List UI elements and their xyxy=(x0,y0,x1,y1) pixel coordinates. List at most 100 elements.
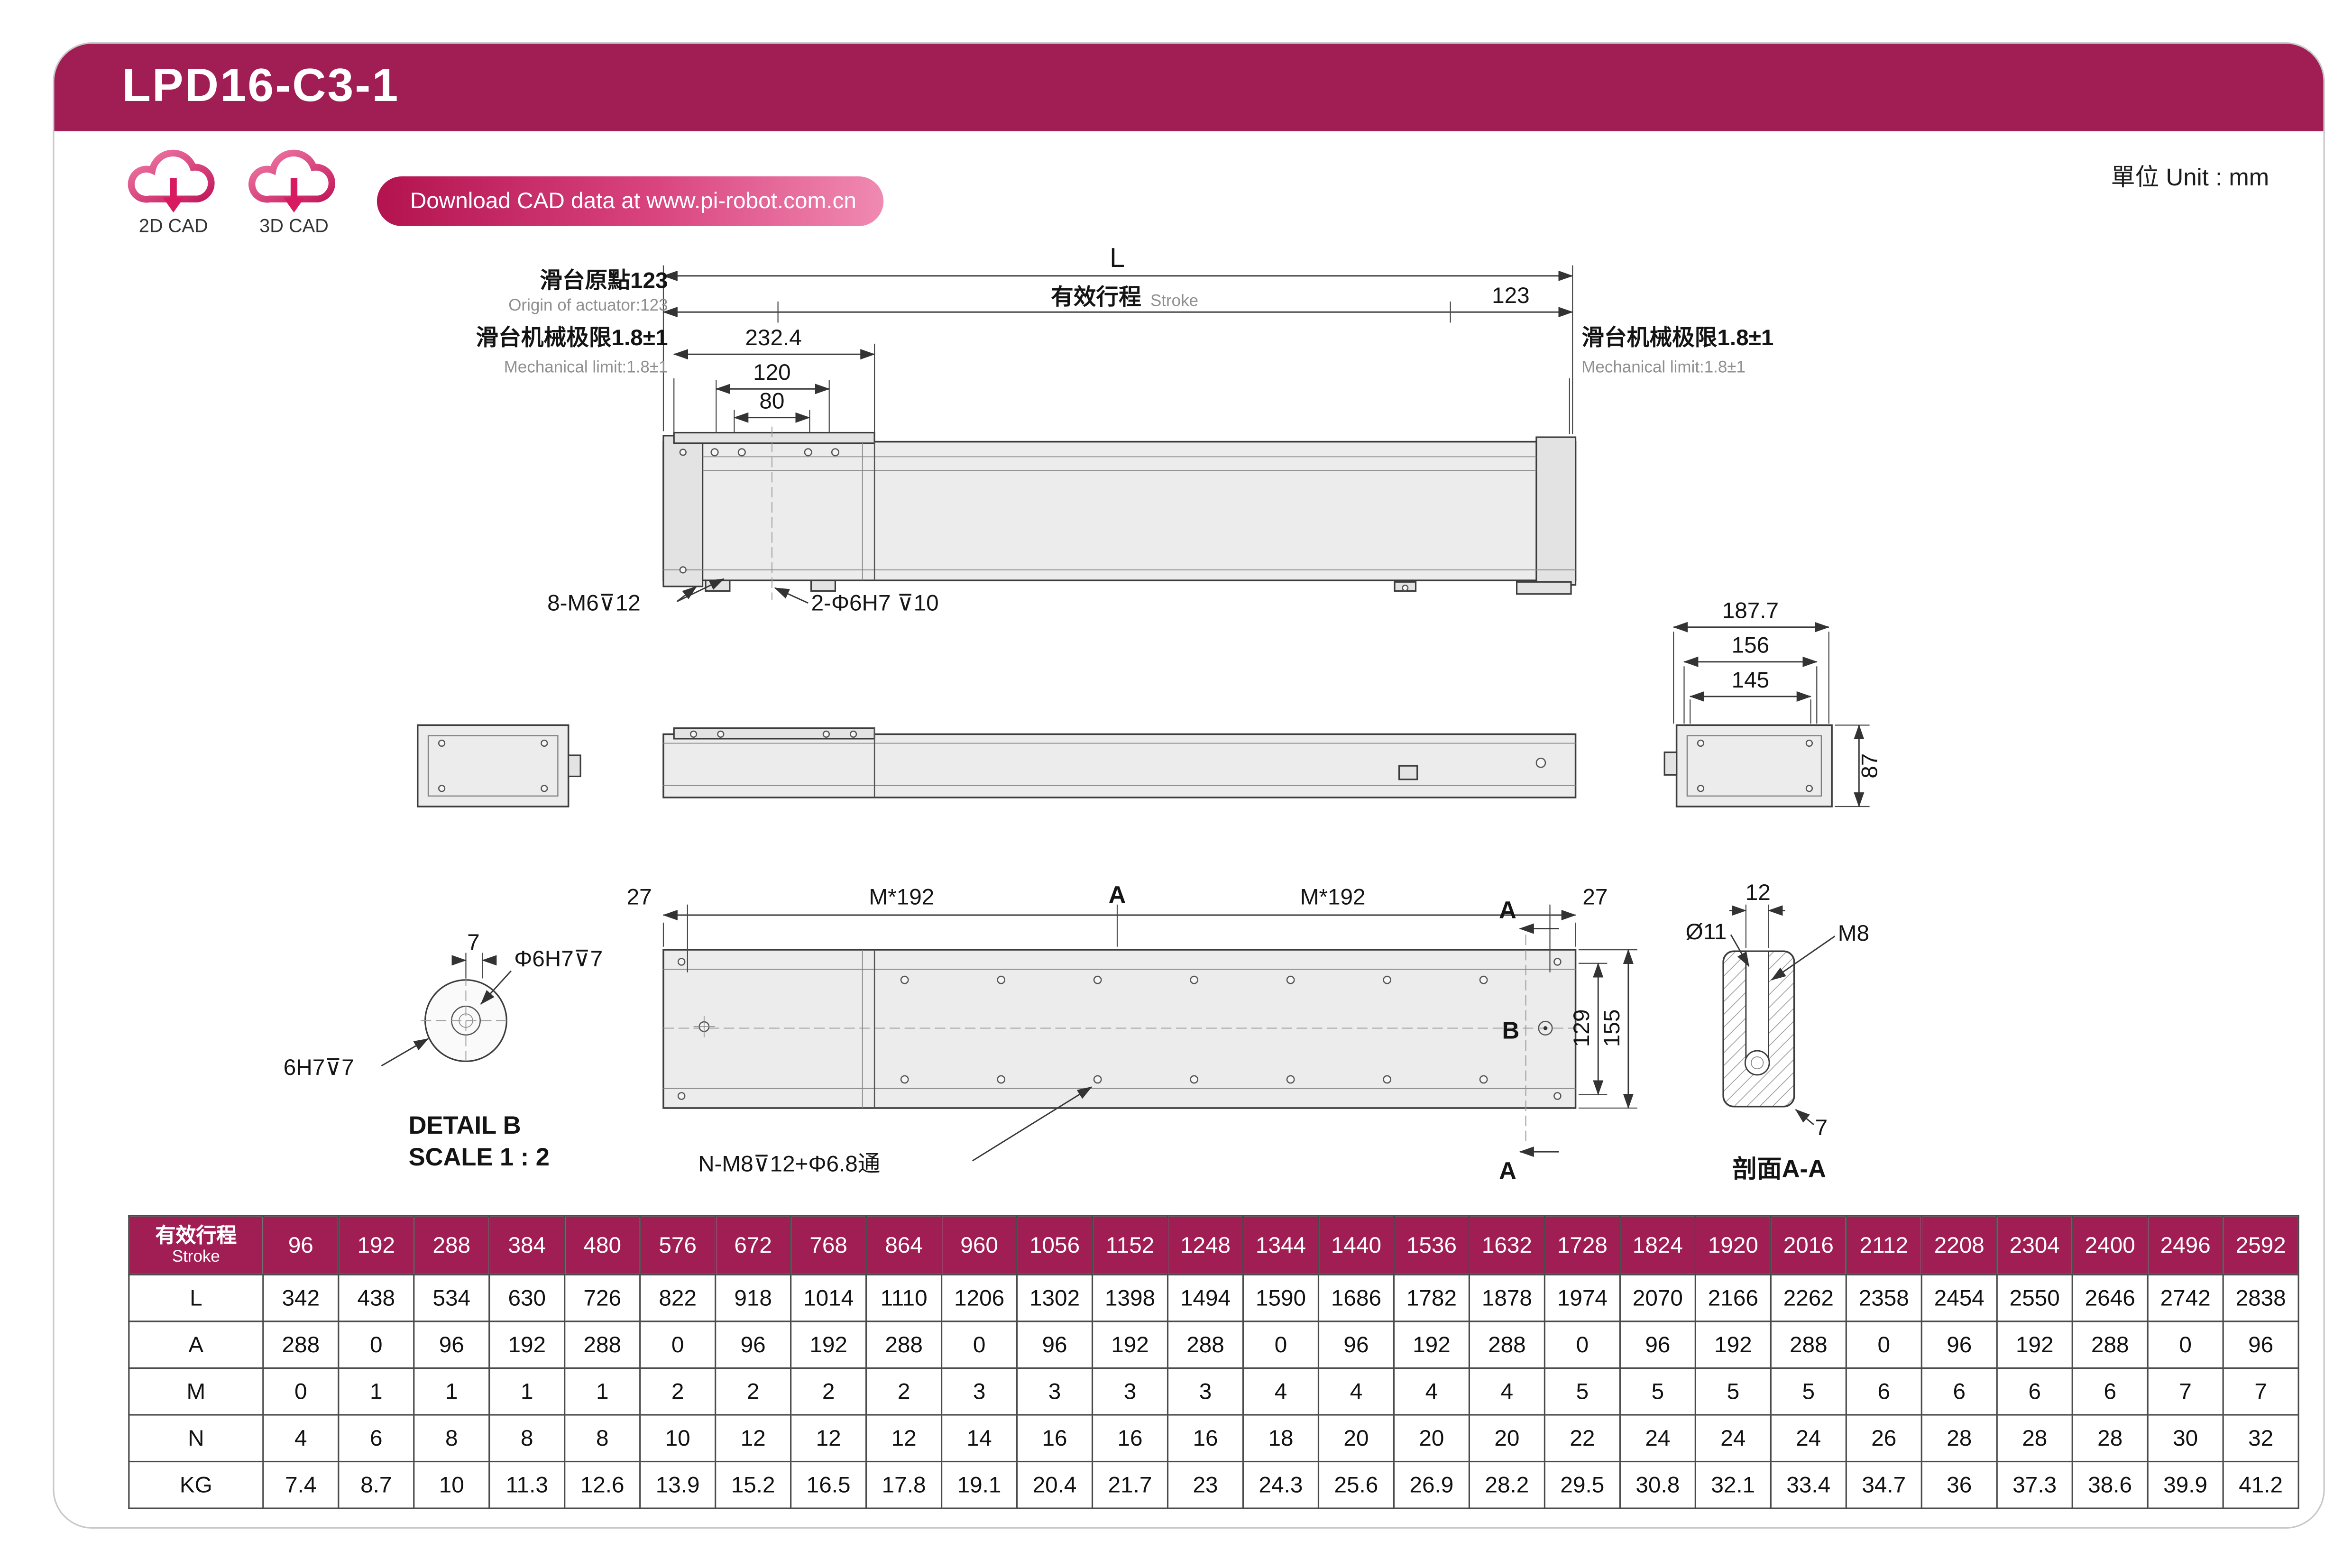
spec-cell: 2070 xyxy=(1619,1274,1696,1322)
stroke-col-header: 1824 xyxy=(1619,1215,1696,1275)
callout-8-m6: 8-M6⊽12 xyxy=(547,591,641,616)
stroke-col-header: 384 xyxy=(488,1215,566,1275)
cloud-download-icon xyxy=(128,149,215,213)
spec-cell: 1206 xyxy=(941,1274,1018,1322)
stroke-col-header: 1632 xyxy=(1468,1215,1545,1275)
spec-cell: 15.2 xyxy=(715,1460,792,1509)
dim-m8: M8 xyxy=(1838,921,1869,946)
stroke-col-header: 2496 xyxy=(2147,1215,2224,1275)
spec-cell: 96 xyxy=(715,1320,792,1369)
spec-cell: 12 xyxy=(715,1414,792,1463)
spec-cell: 6 xyxy=(1845,1367,1922,1416)
spec-cell: 0 xyxy=(338,1320,415,1369)
spec-cell: 28 xyxy=(2071,1414,2149,1463)
spec-cell: 0 xyxy=(1242,1320,1320,1369)
spec-cell: 1302 xyxy=(1016,1274,1093,1322)
spec-cell: 32.1 xyxy=(1694,1460,1772,1509)
spec-cell: 5 xyxy=(1544,1367,1621,1416)
callout-n-m8: N-M8⊽12+Φ6.8通 xyxy=(698,1151,880,1176)
cad-3d-download[interactable]: 3D CAD xyxy=(238,148,349,237)
spec-cell: 20 xyxy=(1468,1414,1545,1463)
spec-cell: 2358 xyxy=(1845,1274,1922,1322)
row-label: KG xyxy=(128,1460,264,1509)
spec-cell: 7 xyxy=(2222,1367,2299,1416)
spec-cell: 16 xyxy=(1016,1414,1093,1463)
dim-phi11: Ø11 xyxy=(1686,919,1727,944)
spec-cell: 39.9 xyxy=(2147,1460,2224,1509)
section-dim-7: 7 xyxy=(1815,1115,1828,1140)
row-label: M xyxy=(128,1367,264,1416)
spec-cell: 7.4 xyxy=(262,1460,340,1509)
spec-cell: 4 xyxy=(1242,1367,1320,1416)
spec-cell: 1110 xyxy=(865,1274,943,1322)
cloud-download-icon xyxy=(248,149,335,213)
spec-cell: 11.3 xyxy=(488,1460,566,1509)
spec-cell: 2 xyxy=(790,1367,867,1416)
spec-cell: 192 xyxy=(488,1320,566,1369)
spec-cell: 5 xyxy=(1694,1367,1772,1416)
spec-cell: 822 xyxy=(639,1274,717,1322)
stroke-label-en: Stroke xyxy=(1150,291,1198,310)
spec-cell: 2166 xyxy=(1694,1274,1772,1322)
spec-cell: 38.6 xyxy=(2071,1460,2149,1509)
spec-cell: 2646 xyxy=(2071,1274,2149,1322)
stroke-col-header: 2400 xyxy=(2071,1215,2149,1275)
spec-cell: 918 xyxy=(715,1274,792,1322)
stroke-col-header: 1536 xyxy=(1393,1215,1470,1275)
spec-cell: 1 xyxy=(413,1367,490,1416)
spec-cell: 1014 xyxy=(790,1274,867,1322)
spec-cell: 288 xyxy=(865,1320,943,1369)
spec-cell: 4 xyxy=(1317,1367,1395,1416)
spec-cell: 16 xyxy=(1091,1414,1169,1463)
spec-cell: 5 xyxy=(1770,1367,1847,1416)
spec-cell: 288 xyxy=(2071,1320,2149,1369)
stroke-col-header: 288 xyxy=(413,1215,490,1275)
stroke-col-header: 1440 xyxy=(1317,1215,1395,1275)
spec-cell: 2262 xyxy=(1770,1274,1847,1322)
mech-limit-right-en: Mechanical limit:1.8±1 xyxy=(1581,358,1746,376)
detail-phi-label: Φ6H7⊽7 xyxy=(514,946,603,972)
row-label: L xyxy=(128,1274,264,1322)
spec-cell: 28.2 xyxy=(1468,1460,1545,1509)
spec-cell: 0 xyxy=(1845,1320,1922,1369)
stroke-col-header: 864 xyxy=(865,1215,943,1275)
spec-cell: 8 xyxy=(413,1414,490,1463)
dim-120: 120 xyxy=(753,360,791,385)
spec-cell: 26 xyxy=(1845,1414,1922,1463)
section-a-center-label: A xyxy=(1109,881,1126,908)
dim-27-left: 27 xyxy=(627,885,652,910)
spec-cell: 96 xyxy=(1619,1320,1696,1369)
dim-87: 87 xyxy=(1857,753,1882,779)
spec-cell: 17.8 xyxy=(865,1460,943,1509)
stroke-col-header: 192 xyxy=(338,1215,415,1275)
mech-limit-left-cn: 滑台机械极限1.8±1 xyxy=(476,325,668,350)
cad-banner-link[interactable]: Download CAD data at www.pi-robot.com.cn xyxy=(377,176,884,226)
spec-cell: 0 xyxy=(2147,1320,2224,1369)
spec-cell: 36 xyxy=(1920,1460,1998,1509)
spec-cell: 3 xyxy=(1016,1367,1093,1416)
spec-cell: 12 xyxy=(790,1414,867,1463)
spec-cell: 24.3 xyxy=(1242,1460,1320,1509)
spec-cell: 96 xyxy=(2222,1320,2299,1369)
spec-cell: 23 xyxy=(1167,1460,1244,1509)
stroke-col-header: 1728 xyxy=(1544,1215,1621,1275)
dim-27-right: 27 xyxy=(1582,885,1608,910)
spec-cell: 8 xyxy=(488,1414,566,1463)
spec-cell: 0 xyxy=(262,1367,340,1416)
detail-b-title: DETAIL B xyxy=(409,1112,521,1139)
spec-cell: 1494 xyxy=(1167,1274,1244,1322)
side-view-drawing: 145 156 187.7 87 xyxy=(416,598,1882,807)
mech-limit-left-en: Mechanical limit:1.8±1 xyxy=(504,358,668,376)
spec-cell: 34.7 xyxy=(1845,1460,1922,1509)
stroke-col-header: 2208 xyxy=(1920,1215,1998,1275)
spec-cell: 37.3 xyxy=(1996,1460,2073,1509)
spec-cell: 192 xyxy=(1393,1320,1470,1369)
spec-cell: 22 xyxy=(1544,1414,1621,1463)
stroke-col-header: 480 xyxy=(564,1215,641,1275)
cad-2d-download[interactable]: 2D CAD xyxy=(118,148,229,237)
dim-187: 187.7 xyxy=(1722,598,1779,624)
spec-cell: 30.8 xyxy=(1619,1460,1696,1509)
